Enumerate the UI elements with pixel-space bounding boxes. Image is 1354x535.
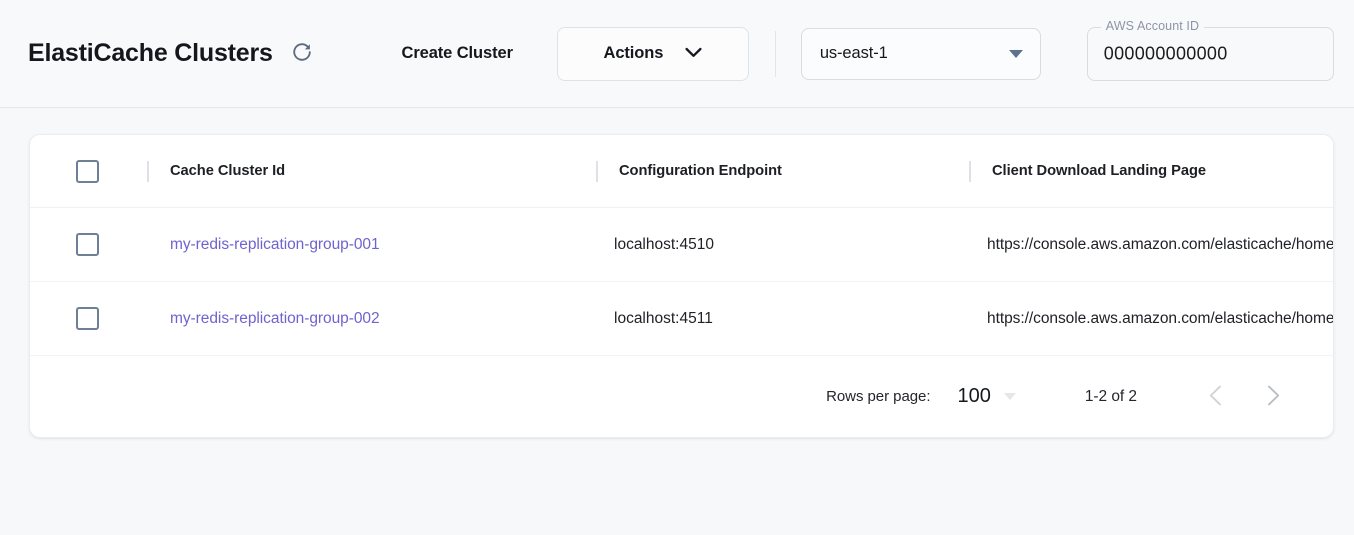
table-header-row: Cache Cluster Id Configuration Endpoint … bbox=[30, 135, 1333, 208]
refresh-icon bbox=[291, 41, 313, 66]
rows-per-page-value: 100 bbox=[957, 385, 991, 407]
aws-account-id-outline bbox=[1086, 26, 1334, 81]
row-select-cell bbox=[30, 207, 126, 282]
column-separator bbox=[969, 160, 971, 182]
column-header-client-download-landing-page[interactable]: Client Download Landing Page bbox=[969, 135, 1333, 208]
region-select[interactable]: us-east-1 bbox=[800, 27, 1041, 80]
configuration-endpoint-text: localhost:4510 bbox=[614, 235, 714, 253]
client-download-landing-page-text: https://console.aws.amazon.com/elasticac… bbox=[987, 235, 1333, 253]
cell-client-download-landing-page: https://console.aws.amazon.com/elasticac… bbox=[969, 281, 1333, 356]
table-row: my-redis-replication-group-002 localhost… bbox=[30, 281, 1333, 356]
rows-per-page-select[interactable]: 100 bbox=[957, 385, 1016, 408]
clusters-card: Cache Cluster Id Configuration Endpoint … bbox=[29, 134, 1334, 438]
content-area: Cache Cluster Id Configuration Endpoint … bbox=[0, 108, 1354, 438]
header-divider bbox=[774, 30, 776, 77]
region-select-value: us-east-1 bbox=[819, 44, 888, 62]
column-header-label: Client Download Landing Page bbox=[992, 163, 1207, 179]
configuration-endpoint-text: localhost:4511 bbox=[614, 309, 713, 327]
aws-account-id-value: 000000000000 bbox=[1103, 43, 1228, 63]
previous-page-button[interactable] bbox=[1193, 375, 1237, 419]
aws-account-id-label: AWS Account ID bbox=[1100, 18, 1205, 33]
app-header: ElastiCache Clusters Create Cluster Acti… bbox=[0, 0, 1354, 108]
chevron-right-icon bbox=[1267, 385, 1280, 409]
column-separator bbox=[147, 160, 149, 182]
row-checkbox[interactable] bbox=[76, 233, 99, 256]
actions-button[interactable]: Actions bbox=[556, 26, 749, 81]
column-header-configuration-endpoint[interactable]: Configuration Endpoint bbox=[596, 135, 969, 208]
pagination-bar: Rows per page: 100 1-2 of 2 bbox=[30, 356, 1333, 437]
clusters-table: Cache Cluster Id Configuration Endpoint … bbox=[30, 135, 1333, 356]
create-cluster-button[interactable]: Create Cluster bbox=[392, 36, 523, 71]
cell-cache-cluster-id: my-redis-replication-group-002 bbox=[126, 281, 596, 356]
chevron-down-icon bbox=[1003, 393, 1016, 400]
next-page-button[interactable] bbox=[1251, 375, 1295, 419]
cluster-id-link[interactable]: my-redis-replication-group-002 bbox=[170, 309, 380, 327]
chevron-down-icon bbox=[685, 45, 702, 63]
refresh-button[interactable] bbox=[287, 37, 318, 71]
region-select-box[interactable]: us-east-1 bbox=[800, 27, 1041, 80]
cluster-id-link[interactable]: my-redis-replication-group-001 bbox=[170, 235, 380, 253]
cell-configuration-endpoint: localhost:4511 bbox=[596, 281, 969, 356]
column-header-label: Configuration Endpoint bbox=[619, 163, 782, 179]
table-row: my-redis-replication-group-001 localhost… bbox=[30, 207, 1333, 282]
cell-cache-cluster-id: my-redis-replication-group-001 bbox=[126, 207, 596, 282]
pagination-range-label: 1-2 of 2 bbox=[1084, 387, 1137, 405]
aws-account-id-field[interactable]: AWS Account ID 000000000000 bbox=[1086, 18, 1334, 81]
client-download-landing-page-text: https://console.aws.amazon.com/elasticac… bbox=[987, 309, 1333, 327]
column-separator bbox=[596, 160, 598, 182]
column-header-label: Cache Cluster Id bbox=[170, 163, 286, 179]
select-all-checkbox[interactable] bbox=[76, 159, 99, 183]
cell-configuration-endpoint: localhost:4510 bbox=[596, 207, 969, 282]
rows-per-page-label: Rows per page: bbox=[826, 388, 931, 405]
column-header-cache-cluster-id[interactable]: Cache Cluster Id bbox=[126, 135, 596, 208]
row-select-cell bbox=[30, 281, 126, 356]
select-all-header bbox=[30, 135, 126, 208]
page-title: ElastiCache Clusters bbox=[28, 39, 273, 67]
table-head: Cache Cluster Id Configuration Endpoint … bbox=[30, 135, 1333, 208]
chevron-left-icon bbox=[1209, 385, 1222, 409]
row-checkbox[interactable] bbox=[76, 307, 99, 330]
table-body: my-redis-replication-group-001 localhost… bbox=[30, 207, 1333, 356]
cell-client-download-landing-page: https://console.aws.amazon.com/elasticac… bbox=[969, 207, 1333, 282]
actions-button-label: Actions bbox=[603, 44, 664, 62]
